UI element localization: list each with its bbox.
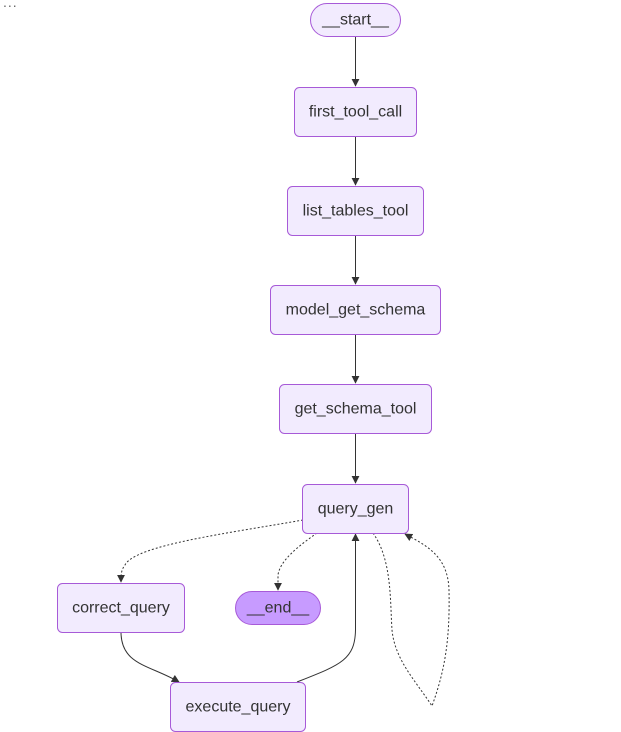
node-label: query_gen bbox=[318, 501, 394, 518]
node-list-tables-tool[interactable]: list_tables_tool bbox=[287, 186, 424, 236]
node-label: correct_query bbox=[72, 600, 170, 617]
node-model-get-schema[interactable]: model_get_schema bbox=[270, 285, 441, 335]
node-label: model_get_schema bbox=[286, 302, 426, 319]
node-label: execute_query bbox=[186, 699, 291, 716]
node-get-schema-tool[interactable]: get_schema_tool bbox=[279, 384, 432, 434]
edge-query-gen-self-loop bbox=[372, 532, 450, 708]
node-label: __start__ bbox=[321, 12, 390, 29]
edge-query-gen-to-correct-query bbox=[117, 519, 304, 583]
edge-query-gen-to-end bbox=[274, 532, 318, 591]
node-correct-query[interactable]: correct_query bbox=[57, 583, 185, 633]
edge-execute-query-to-query-gen bbox=[296, 533, 360, 683]
more-options-button[interactable]: ... bbox=[3, 0, 18, 10]
node-query-gen[interactable]: query_gen bbox=[302, 484, 409, 534]
node-first-tool-call[interactable]: first_tool_call bbox=[294, 87, 417, 137]
node-label: first_tool_call bbox=[309, 104, 402, 121]
node-end[interactable]: __end__ bbox=[235, 591, 321, 625]
node-label: get_schema_tool bbox=[295, 401, 417, 418]
edge-correct-query-to-execute-query bbox=[120, 631, 180, 683]
node-start[interactable]: __start__ bbox=[310, 3, 401, 37]
node-label: __end__ bbox=[246, 600, 310, 617]
node-label: list_tables_tool bbox=[303, 203, 409, 220]
node-execute-query[interactable]: execute_query bbox=[170, 682, 306, 732]
